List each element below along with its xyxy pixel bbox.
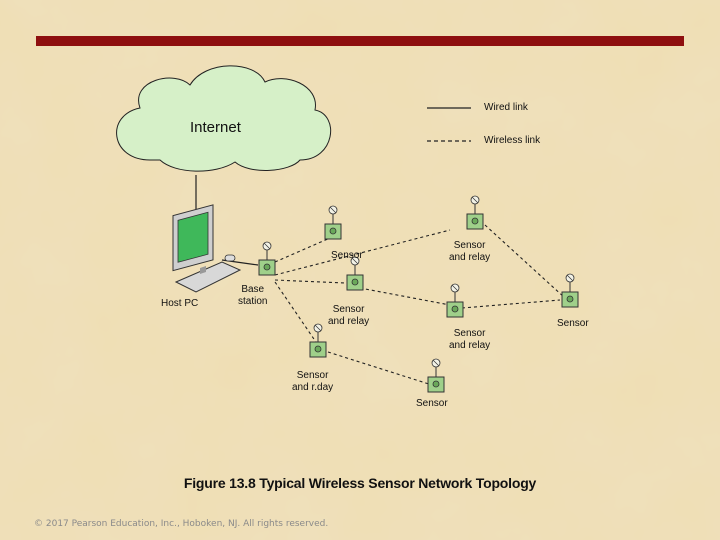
sensor-far-right-label: Sensor: [557, 318, 589, 329]
sensor-bottom-label: Sensor: [416, 398, 448, 409]
sensor-node-top: [324, 205, 342, 240]
base-station-label: Base station: [238, 284, 268, 307]
title-accent-bar: [36, 36, 684, 46]
host-pc-icon: [172, 204, 242, 293]
sensor-relay-node-low: [309, 323, 327, 358]
sensor-node-far-right: [561, 273, 579, 308]
sensor-relay-mid-label: Sensor and relay: [328, 304, 370, 327]
legend-wireless-label: Wireless link: [484, 135, 541, 146]
sensor-relay-node-top: [466, 195, 484, 230]
sensor-node-bottom: [427, 358, 445, 393]
internet-cloud: [116, 65, 331, 172]
sensor-relay-right-label: Sensor and relay: [449, 328, 491, 351]
sensor-relay-low-label: Sensor and r.day: [292, 370, 334, 393]
legend-wired-label: Wired link: [484, 102, 528, 113]
base-station-node: [258, 241, 276, 276]
sensor-top-label: Sensor: [331, 250, 363, 261]
internet-label: Internet: [190, 119, 241, 136]
sensor-relay-node-right: [446, 283, 464, 318]
figure-caption: Figure 13.8 Typical Wireless Sensor Netw…: [183, 475, 537, 491]
wireless-links: [274, 224, 566, 386]
sensor-relay-top-label: Sensor and relay: [449, 240, 491, 263]
copyright-notice: © 2017 Pearson Education, Inc., Hoboken,…: [34, 519, 329, 529]
host-pc-label: Host PC: [161, 298, 199, 309]
